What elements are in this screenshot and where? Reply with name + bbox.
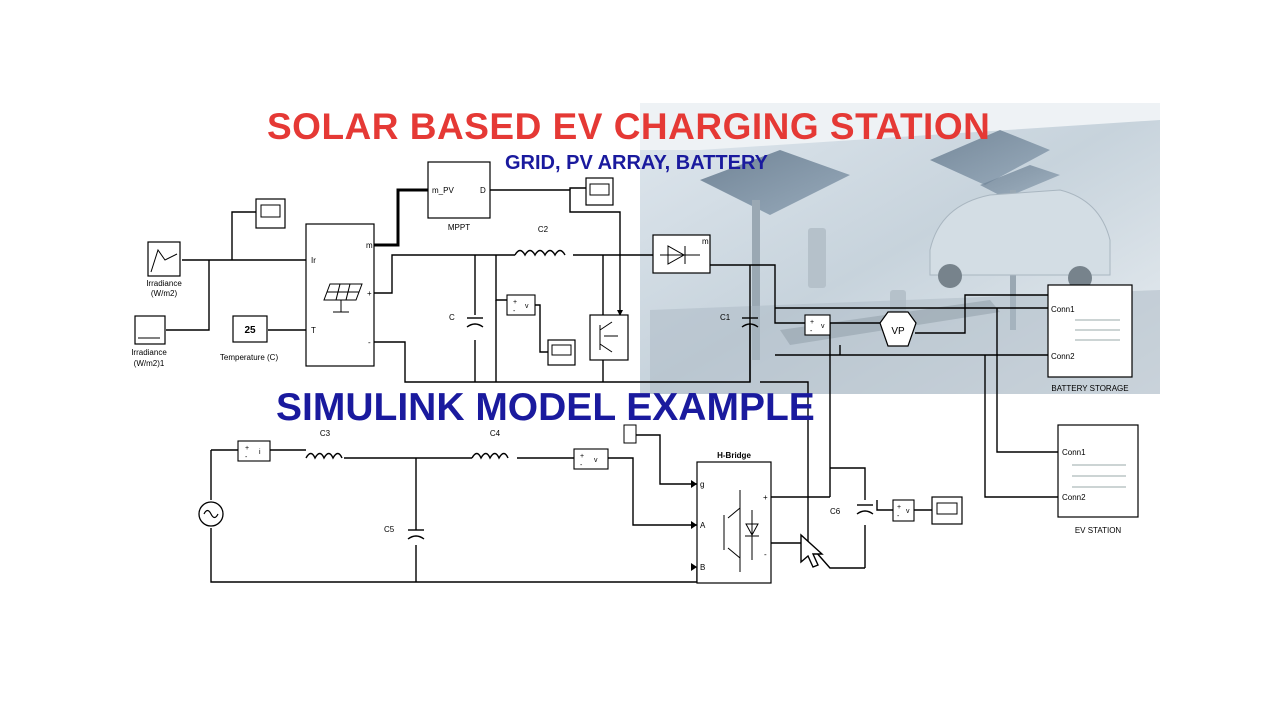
pv-port-m: m — [366, 241, 373, 250]
c6-label: C6 — [830, 507, 841, 516]
example-heading: SIMULINK MODEL EXAMPLE — [276, 386, 815, 429]
pv-array-block[interactable] — [305, 223, 375, 367]
mppt-input-port: m_PV — [432, 186, 454, 195]
page-subtitle: GRID, PV ARRAY, BATTERY — [505, 152, 768, 174]
irradiance-source[interactable] — [147, 241, 181, 277]
scope-icon[interactable] — [255, 198, 286, 229]
svg-text:+: + — [897, 504, 901, 511]
ev-conn2: Conn2 — [1062, 493, 1086, 502]
svg-text:v: v — [821, 323, 825, 330]
c3-label: C3 — [320, 429, 331, 438]
voltage-measurement[interactable]: + v- — [892, 499, 915, 522]
c5-label: C5 — [384, 525, 395, 534]
mppt-block[interactable] — [427, 161, 491, 219]
pv-port-t: T — [311, 326, 316, 335]
ev-station-block[interactable] — [1057, 424, 1139, 518]
battery-storage-block[interactable] — [1047, 284, 1133, 378]
capacitor-icon — [741, 317, 759, 328]
inductor-icon — [305, 452, 343, 460]
hbridge-port-b: B — [700, 563, 705, 572]
wires — [166, 187, 1058, 583]
ac-source-icon[interactable] — [198, 501, 224, 527]
svg-text:-: - — [897, 513, 900, 520]
inductor-icon — [471, 452, 509, 460]
scope-icon[interactable] — [931, 496, 963, 525]
mppt-label: MPPT — [448, 223, 470, 232]
voltage-measurement[interactable]: + v - — [506, 294, 536, 316]
mppt-output-port: D — [480, 186, 486, 195]
capacitor-icon — [407, 529, 425, 540]
svg-text:+: + — [580, 453, 584, 460]
irradiance-source-1[interactable] — [134, 315, 166, 345]
irradiance-label: Irradiance — [146, 279, 182, 288]
temperature-constant[interactable] — [232, 315, 268, 343]
irradiance1-label: Irradiance — [131, 348, 167, 357]
voltage-measurement[interactable]: + v - — [804, 314, 831, 336]
c4-label: C4 — [490, 429, 501, 438]
voltage-measurement[interactable]: + v - — [573, 448, 609, 470]
svg-text:v: v — [594, 457, 598, 464]
capacitor-icon — [466, 317, 484, 328]
c-label: C — [449, 313, 455, 322]
irradiance1-unit: (W/m2)1 — [134, 359, 165, 368]
solar-panel-icon — [323, 283, 363, 313]
hbridge-port-a: A — [700, 521, 706, 530]
vp-block[interactable] — [879, 311, 917, 347]
h-bridge-block[interactable] — [696, 461, 772, 584]
scope-icon[interactable] — [547, 339, 576, 366]
hbridge-port-g: g — [700, 480, 704, 489]
inductor-icon — [514, 249, 566, 257]
svg-text:-: - — [513, 308, 516, 315]
vp-label: VP — [891, 326, 905, 337]
c2-label: C2 — [538, 225, 549, 234]
page-title: SOLAR BASED EV CHARGING STATION — [267, 106, 991, 147]
pulse-generator[interactable] — [623, 424, 637, 444]
hbridge-label: H-Bridge — [717, 451, 751, 460]
pv-port-ir: Ir — [311, 256, 316, 265]
voltage-measurement[interactable]: + i - — [237, 440, 271, 462]
svg-text:-: - — [810, 328, 813, 335]
mouse-cursor-icon — [800, 533, 824, 568]
battery-label: BATTERY STORAGE — [1051, 384, 1128, 393]
ev-label: EV STATION — [1075, 526, 1122, 535]
capacitor-icon — [856, 504, 874, 515]
igbt-icon[interactable] — [589, 314, 629, 361]
diode-port-m: m — [702, 237, 709, 246]
c1-label: C1 — [720, 313, 731, 322]
svg-text:-: - — [580, 462, 583, 469]
svg-text:+: + — [245, 445, 249, 452]
battery-conn2: Conn2 — [1051, 352, 1075, 361]
svg-text:i: i — [259, 449, 261, 456]
svg-text:v: v — [906, 508, 910, 515]
temperature-value: 25 — [244, 325, 256, 336]
irradiance-unit: (W/m2) — [151, 289, 178, 298]
temperature-label: Temperature (C) — [220, 353, 279, 362]
pv-port-minus: - — [368, 338, 371, 347]
pv-port-plus: + — [367, 289, 372, 298]
scope-icon[interactable] — [585, 177, 614, 206]
svg-text:-: - — [245, 454, 248, 461]
svg-text:v: v — [525, 303, 529, 310]
svg-text:+: + — [810, 319, 814, 326]
hbridge-port-minus: - — [764, 550, 767, 559]
svg-text:+: + — [513, 299, 517, 306]
ev-conn1: Conn1 — [1062, 448, 1086, 457]
hbridge-port-plus: + — [763, 493, 768, 502]
diode-icon[interactable] — [652, 234, 711, 274]
battery-conn1: Conn1 — [1051, 305, 1075, 314]
